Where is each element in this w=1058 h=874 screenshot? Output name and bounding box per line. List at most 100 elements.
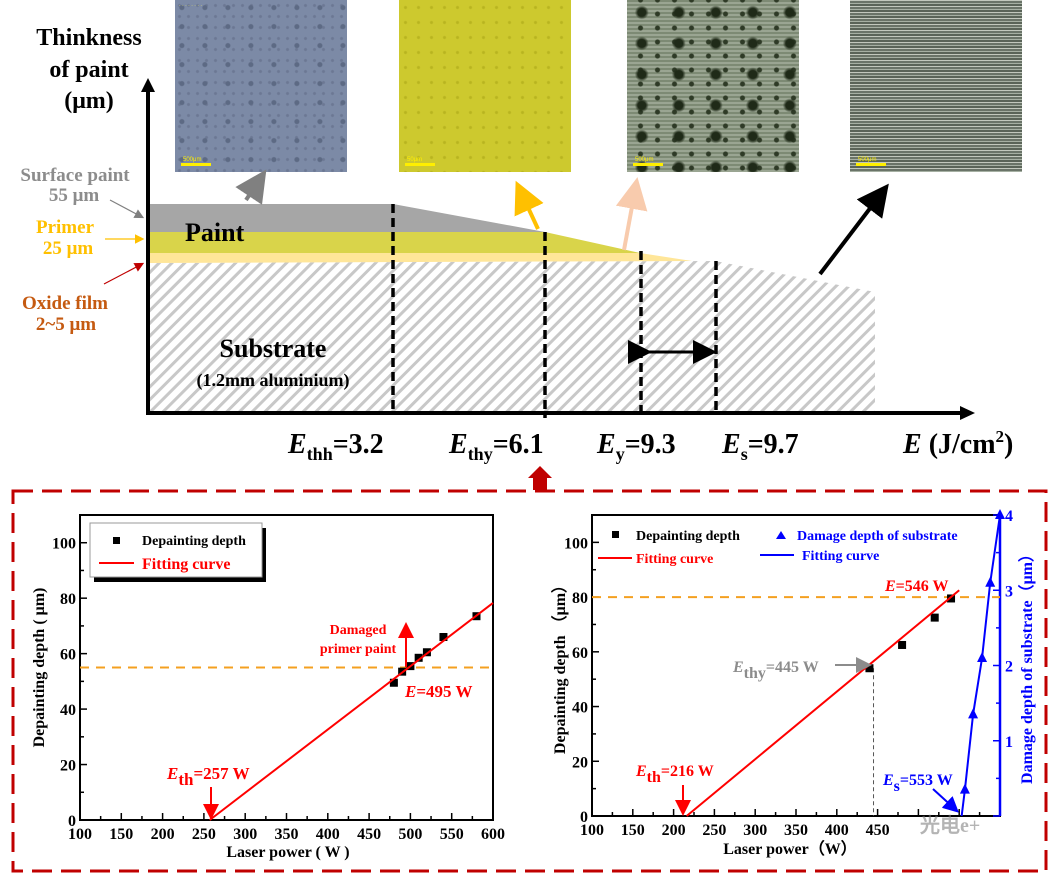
x-axis-label: E (J/cm2) — [902, 427, 1013, 460]
y-tick-label: 60 — [60, 647, 76, 664]
legend-fitting-curve: Fitting curve — [142, 556, 230, 573]
data-point-square — [422, 648, 431, 657]
data-point-triangle — [995, 509, 1005, 519]
y-tick-label: 80 — [60, 591, 76, 608]
annotation-damaged: Damaged — [330, 623, 387, 638]
watermark: 光电e+ — [919, 814, 980, 837]
x-tick-label: 500 — [398, 826, 422, 843]
connector-arrow-icon — [528, 466, 552, 490]
micrograph-surface-paint: · · · · · · · · 500μm — [175, 0, 347, 172]
substrate-label: Substrate — [220, 334, 327, 363]
x-tick-label: 150 — [621, 822, 645, 839]
scale-bar-label: 500μm — [635, 157, 654, 163]
legend-square-marker — [113, 537, 120, 544]
micrograph-substrate: 500μm — [850, 0, 1022, 172]
annotation-eth216: Eth=216 W — [635, 763, 714, 786]
x-tick-label: 300 — [233, 826, 257, 843]
y2-tick-label: 2 — [1005, 659, 1013, 676]
x-tick-label: 100 — [68, 826, 92, 843]
surface-paint-label: Surface paint — [20, 165, 130, 186]
x-tick-label: 200 — [662, 822, 686, 839]
y-tick-label: 60 — [572, 645, 588, 662]
primer-thickness: 25 μm — [43, 238, 94, 259]
substrate-fitting-curve — [960, 514, 1001, 817]
x-tick-label: 400 — [825, 822, 849, 839]
legend-depainting-depth: Depainting depth — [636, 529, 740, 544]
fitting-curve — [209, 602, 494, 821]
oxide-film-label: Oxide film — [22, 293, 108, 314]
primer-label: Primer — [36, 217, 95, 238]
annotation-es-arrow — [932, 788, 959, 813]
data-point-square — [439, 633, 448, 641]
charts-frame — [11, 489, 1048, 873]
threshold-ey-label: Ey=9.3 — [596, 429, 676, 464]
scale-bar-label: 500μm — [858, 157, 877, 163]
y2-axis-title: Damage depth of substrate（μm） — [1018, 546, 1036, 784]
substrate-detail: (1.2mm aluminium) — [197, 370, 350, 391]
x-tick-label: 450 — [357, 826, 381, 843]
arrow-to-micrograph-2 — [514, 180, 544, 230]
y-axis-arrowhead — [141, 78, 155, 92]
y-tick-label: 20 — [60, 758, 76, 775]
threshold-ethy-label: Ethy=6.1 — [448, 429, 544, 464]
scale-bar-label: 500μm — [183, 157, 202, 163]
x-tick-label: 100 — [580, 822, 604, 839]
x-tick-label: 150 — [109, 826, 133, 843]
legend-triangle-marker — [776, 531, 786, 539]
legend-fitting-curve-blue: Fitting curve — [802, 549, 879, 564]
y-tick-label: 40 — [60, 702, 76, 719]
legend-damage-depth: Damage depth of substrate — [797, 529, 958, 544]
x-tick-label: 350 — [275, 826, 299, 843]
y2-tick-label: 1 — [1005, 734, 1013, 751]
annotation-primer-paint: primer paint — [320, 642, 397, 657]
threshold-es-label: Es=9.7 — [721, 429, 799, 464]
data-point-square — [414, 653, 423, 662]
oxide-film-pointer — [103, 262, 145, 285]
y2-tick-label: 3 — [1005, 583, 1013, 600]
arrow-to-micrograph-1 — [235, 169, 267, 205]
arrow-to-micrograph-3 — [615, 177, 648, 251]
scale-bar — [633, 163, 663, 166]
oxide-film-layer — [150, 253, 692, 263]
data-point-square — [930, 613, 939, 622]
annotation-eth257: Eth=257 W — [166, 764, 250, 789]
y-tick-label: 0 — [68, 813, 76, 830]
oxide-film-thickness: 2~5 μm — [36, 314, 96, 335]
y-tick-label: 100 — [564, 535, 588, 552]
x-axis-title: Laser power（W） — [723, 840, 856, 858]
x-tick-label: 300 — [743, 822, 767, 839]
y-axis-title: Depainting depth （μm） — [551, 577, 569, 754]
micrograph-metadata: · · · · · · · · — [179, 3, 203, 9]
left-legend-box — [89, 522, 263, 578]
x-axis-title: Laser power ( W ) — [226, 844, 349, 861]
x-axis-arrowhead — [960, 406, 975, 420]
annotation-e495: E=495 W — [404, 682, 472, 701]
legend-depainting-depth: Depainting depth — [142, 534, 246, 549]
surface-paint-layer — [150, 204, 545, 232]
x-tick-label: 350 — [784, 822, 808, 839]
y-axis-label-line1: Thinkness — [36, 25, 141, 51]
threshold-ethh-label: Ethh=3.2 — [287, 429, 384, 464]
x-tick-label: 250 — [192, 826, 216, 843]
y-tick-label: 40 — [572, 700, 588, 717]
annotation-e546: E=546 W — [884, 578, 949, 595]
arrow-to-micrograph-4 — [818, 183, 889, 276]
y2-tick-label: 4 — [1005, 508, 1013, 525]
surface-paint-thickness: 55 μm — [49, 185, 100, 206]
y-tick-label: 80 — [572, 590, 588, 607]
micrograph-primer: 50μm — [399, 0, 571, 172]
legend-fitting-curve-red: Fitting curve — [636, 552, 713, 567]
scale-bar — [856, 163, 886, 166]
micrograph-oxide: 500μm — [627, 0, 799, 172]
x-tick-label: 250 — [702, 822, 726, 839]
annotation-es553: Es=553 W — [882, 772, 953, 795]
surface-paint-pointer — [109, 199, 145, 219]
data-point-square — [947, 594, 956, 603]
x-tick-label: 450 — [866, 822, 890, 839]
y-tick-label: 0 — [580, 809, 588, 826]
scale-bar-label: 50μm — [407, 157, 423, 163]
